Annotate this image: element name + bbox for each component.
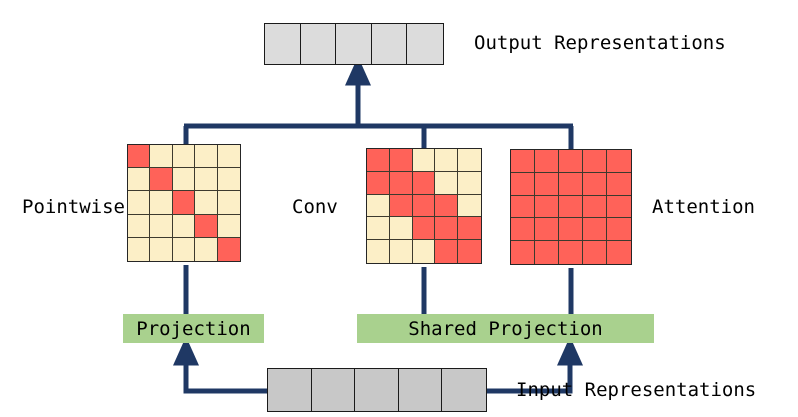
matrix-cell [150, 168, 173, 192]
matrix-cell [150, 191, 173, 215]
matrix-cell [389, 240, 413, 263]
matrix-cell [172, 191, 196, 215]
matrix-cell [535, 172, 559, 196]
matrix-cell [150, 145, 173, 169]
matrix-cell [367, 149, 390, 172]
matrix-cell [412, 240, 436, 263]
matrix-cell [435, 240, 459, 263]
output-representations-row [264, 23, 444, 65]
matrix-cell [172, 145, 196, 169]
input-representations-label: Input Representations [516, 379, 757, 401]
input-token-cell [442, 369, 487, 411]
matrix-cell [511, 218, 535, 242]
projection-box: Projection [123, 314, 264, 343]
matrix-cell [367, 217, 390, 241]
matrix-conv [366, 148, 482, 264]
matrix-cell [195, 145, 218, 169]
matrix-cell [583, 195, 607, 219]
matrix-cell [128, 191, 151, 215]
matrix-cell [535, 195, 559, 219]
matrix-cell [435, 194, 459, 218]
matrix-cell [389, 149, 413, 172]
matrix-cell [367, 171, 390, 195]
matrix-cell [172, 237, 196, 261]
input-token-cell [355, 369, 399, 411]
output-token-cell [336, 24, 372, 64]
matrix-cell [217, 168, 240, 192]
matrix-cell [217, 237, 240, 261]
matrix-cell [150, 237, 173, 261]
matrix-cell [217, 145, 240, 169]
input-token-cell [398, 369, 443, 411]
matrix-cell [511, 172, 535, 196]
matrix-cell [195, 214, 218, 238]
matrix-cell [367, 194, 390, 218]
matrix-cell [559, 172, 583, 196]
matrix-cell [559, 195, 583, 219]
matrix-cell [607, 241, 631, 264]
matrix-cell [195, 168, 218, 192]
matrix-cell [458, 171, 481, 195]
matrix-cell [367, 240, 390, 263]
matrix-cell [412, 217, 436, 241]
matrix-cell [511, 150, 535, 173]
output-representations-label: Output Representations [474, 32, 726, 54]
shared-projection-box: Shared Projection [357, 314, 654, 343]
wire-input-to-projection [173, 336, 267, 394]
output-token-cell [300, 24, 337, 64]
matrix-pointwise [127, 144, 241, 262]
matrix-cell [150, 214, 173, 238]
matrix-cell [458, 149, 481, 172]
matrix-cell [607, 172, 631, 196]
matrix-cell [458, 240, 481, 263]
matrix-cell [128, 237, 151, 261]
matrix-cell [128, 145, 151, 169]
matrix-attention [510, 149, 632, 265]
matrix-cell [217, 214, 240, 238]
matrix-cell [535, 241, 559, 264]
matrix-cell [559, 150, 583, 173]
matrix-cell [217, 191, 240, 215]
matrix-cell [559, 218, 583, 242]
matrix-cell [195, 191, 218, 215]
matrix-cell [583, 150, 607, 173]
matrix-pointwise-label: Pointwise [22, 196, 125, 218]
matrix-cell [583, 172, 607, 196]
matrix-cell [511, 241, 535, 264]
matrix-cell [435, 149, 459, 172]
matrix-cell [535, 218, 559, 242]
matrix-cell [389, 217, 413, 241]
output-token-cell [407, 24, 444, 64]
matrix-cell [195, 237, 218, 261]
matrix-conv-label: Conv [292, 196, 338, 218]
input-representations-row [267, 368, 487, 412]
matrix-cell [412, 149, 436, 172]
matrix-cell [172, 168, 196, 192]
matrix-cell [412, 194, 436, 218]
matrix-cell [607, 195, 631, 219]
matrix-cell [511, 195, 535, 219]
matrix-cell [172, 214, 196, 238]
matrix-cell [389, 194, 413, 218]
matrix-cell [389, 171, 413, 195]
matrix-cell [583, 241, 607, 264]
matrix-cell [435, 217, 459, 241]
input-token-cell [311, 369, 356, 411]
matrix-cell [583, 218, 607, 242]
matrix-cell [128, 168, 151, 192]
matrix-cell [128, 214, 151, 238]
output-token-cell [265, 24, 301, 64]
matrix-cell [607, 150, 631, 173]
matrix-attention-label: Attention [652, 196, 755, 218]
matrix-cell [435, 171, 459, 195]
matrix-cell [607, 218, 631, 242]
matrix-cell [458, 217, 481, 241]
matrix-cell [458, 194, 481, 218]
matrix-cell [535, 150, 559, 173]
output-token-cell [371, 24, 408, 64]
input-token-cell [268, 369, 312, 411]
matrix-cell [412, 171, 436, 195]
matrix-cell [559, 241, 583, 264]
